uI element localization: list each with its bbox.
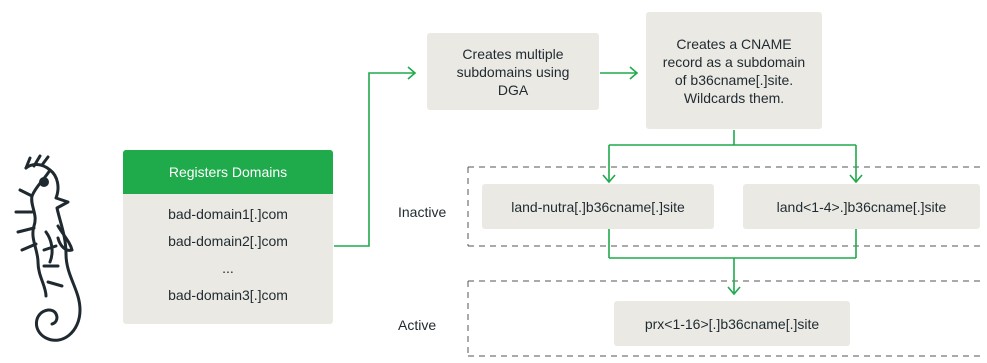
arrowhead-registration-to-dga (407, 66, 417, 80)
cname-step-box: Creates a CNAME record as a subdomain of… (646, 12, 822, 129)
arrow-cname-to-inactive (608, 130, 857, 181)
arrow-registration-to-dga (334, 72, 414, 247)
inactive-label: Inactive (398, 204, 447, 220)
arrowhead-inactive-to-active (727, 286, 741, 296)
arrowhead-cname-to-inactive-left (602, 174, 616, 184)
inactive-group-frame (467, 166, 980, 247)
domain-item: bad-domain1[.]com (168, 205, 288, 222)
active-group-frame (467, 280, 980, 357)
domain-ellipsis: ... (222, 259, 234, 276)
active-label: Active (398, 317, 437, 333)
arrowhead-dga-to-cname (629, 66, 639, 80)
arrow-inactive-to-active (608, 229, 857, 293)
registration-header: Registers Domains (123, 150, 333, 194)
inactive-subdomain-nutra: land-nutra[.]b36cname[.]site (482, 184, 714, 229)
inactive-subdomain-land: land<1-4>.]b36cname[.]site (743, 184, 980, 229)
seahorse-icon (14, 154, 82, 342)
domain-item: bad-domain2[.]com (168, 232, 288, 249)
registration-card: Registers Domains bad-domain1[.]com bad-… (123, 150, 333, 324)
arrowhead-cname-to-inactive-right (849, 174, 863, 184)
domain-list: bad-domain1[.]com bad-domain2[.]com ... … (123, 194, 333, 308)
dga-step-box: Creates multiple subdomains using DGA (427, 33, 599, 110)
domain-item: bad-domain3[.]com (168, 286, 288, 303)
active-subdomain-prx: prx<1-16>[.]b36cname[.]site (614, 301, 850, 346)
